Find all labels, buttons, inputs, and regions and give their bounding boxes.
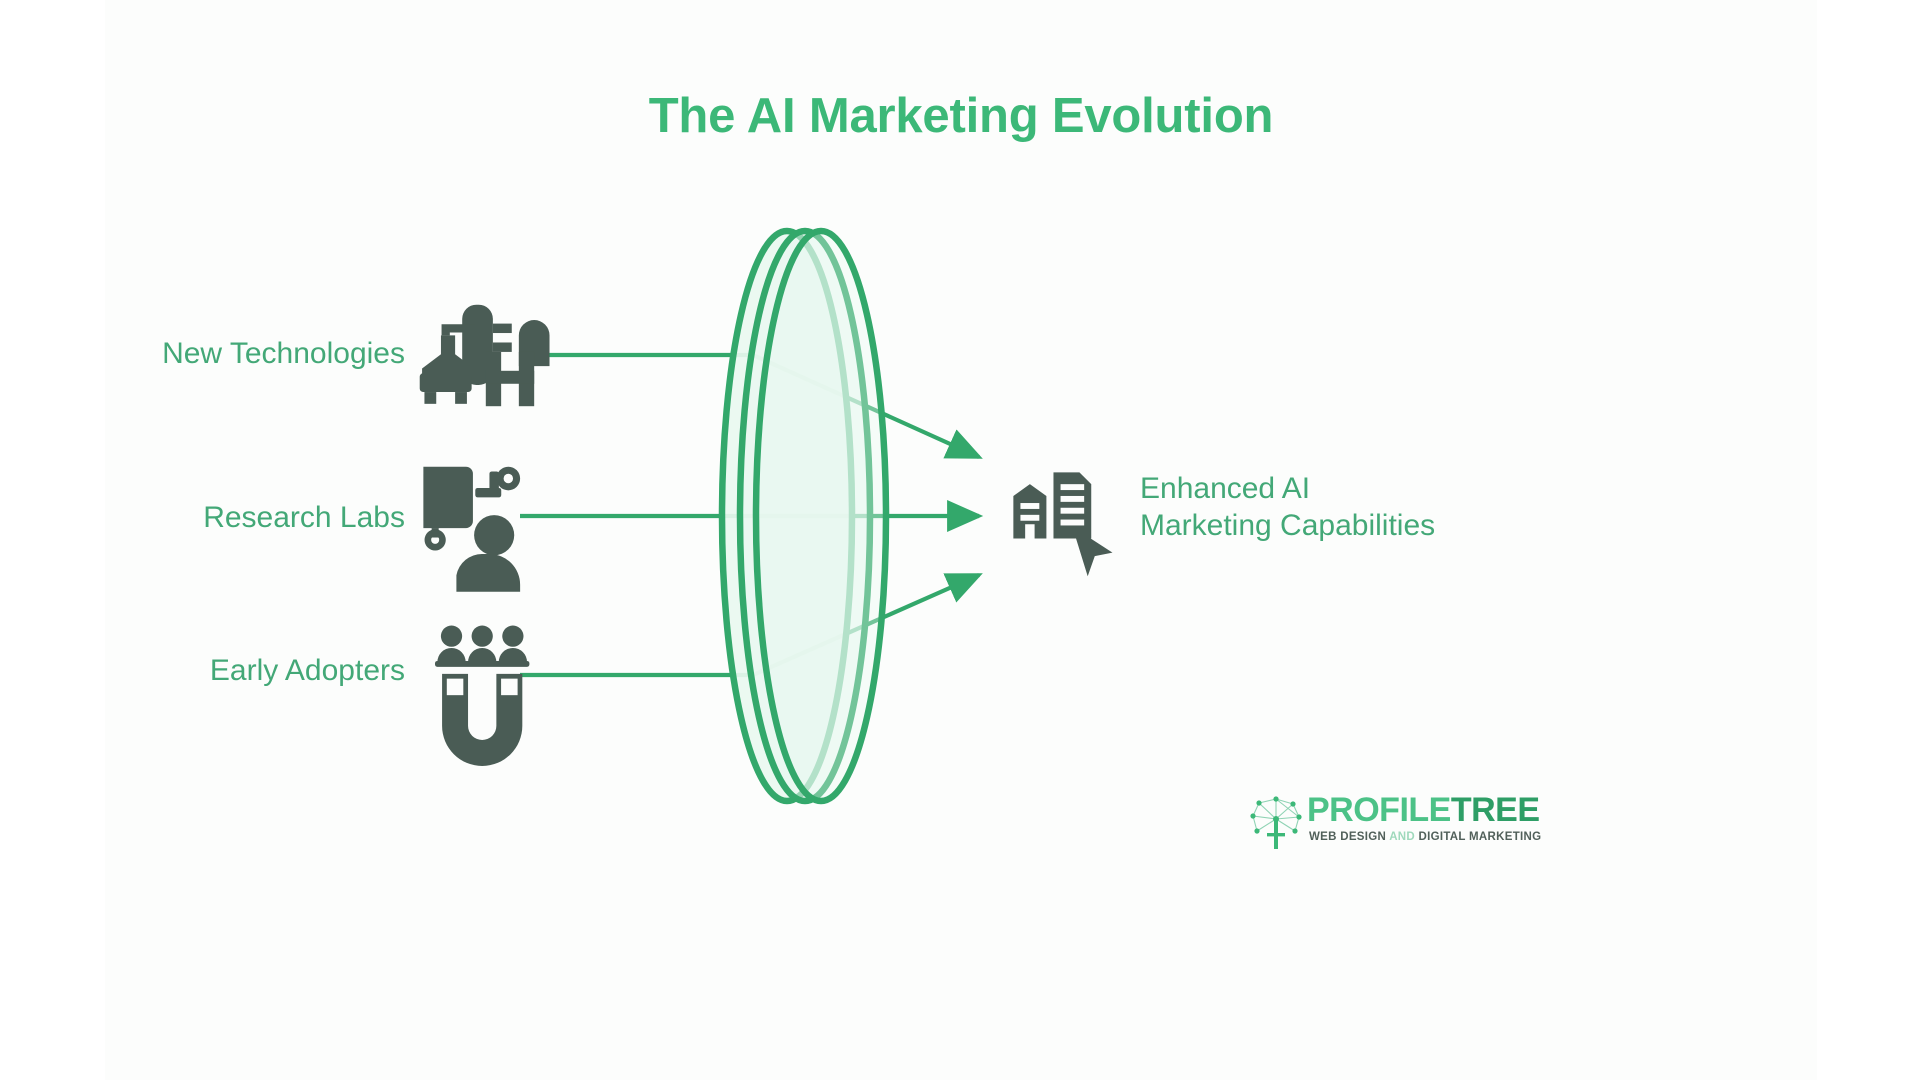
logo-tagline-part-1: WEB DESIGN	[1309, 831, 1390, 843]
factory-flask-icon	[419, 304, 550, 407]
tree-network-icon	[1250, 796, 1302, 849]
logo-tagline-part-2: AND	[1389, 831, 1419, 843]
profiletree-logo: PROFILETREE WEB DESIGN AND DIGITAL MARKE…	[1245, 785, 1541, 863]
outcome-label-line-1: Enhanced AI	[1140, 472, 1311, 505]
logo-tagline: WEB DESIGN AND DIGITAL MARKETING	[1309, 831, 1541, 843]
outcome-label-line-2: Marketing Capabilities	[1140, 509, 1436, 542]
lens-ring-middle	[736, 227, 874, 805]
lens-ring-back	[752, 227, 890, 805]
logo-word-tree: TREE	[1450, 791, 1540, 829]
buildings-cursor-icon	[1013, 472, 1113, 577]
magnet-people-icon	[435, 625, 530, 766]
researcher-screen-icon	[423, 466, 521, 592]
label-new-technologies: New Technologies	[162, 337, 405, 370]
logo-wordmark: PROFILETREE	[1307, 793, 1540, 827]
label-enhanced-ai-marketing-capabilities: Enhanced AI Marketing Capabilities	[1140, 470, 1560, 544]
page-title: The AI Marketing Evolution	[648, 89, 1274, 143]
logo-word-profile: PROFILE	[1307, 791, 1451, 829]
lens-disc	[718, 227, 890, 805]
logo-tagline-part-3: DIGITAL MARKETING	[1418, 831, 1542, 843]
infographic-canvas: The AI Marketing Evolution	[105, 0, 1817, 1080]
label-early-adopters: Early Adopters	[209, 654, 405, 687]
label-research-labs: Research Labs	[203, 501, 405, 534]
diagram-canvas	[419, 227, 1113, 805]
